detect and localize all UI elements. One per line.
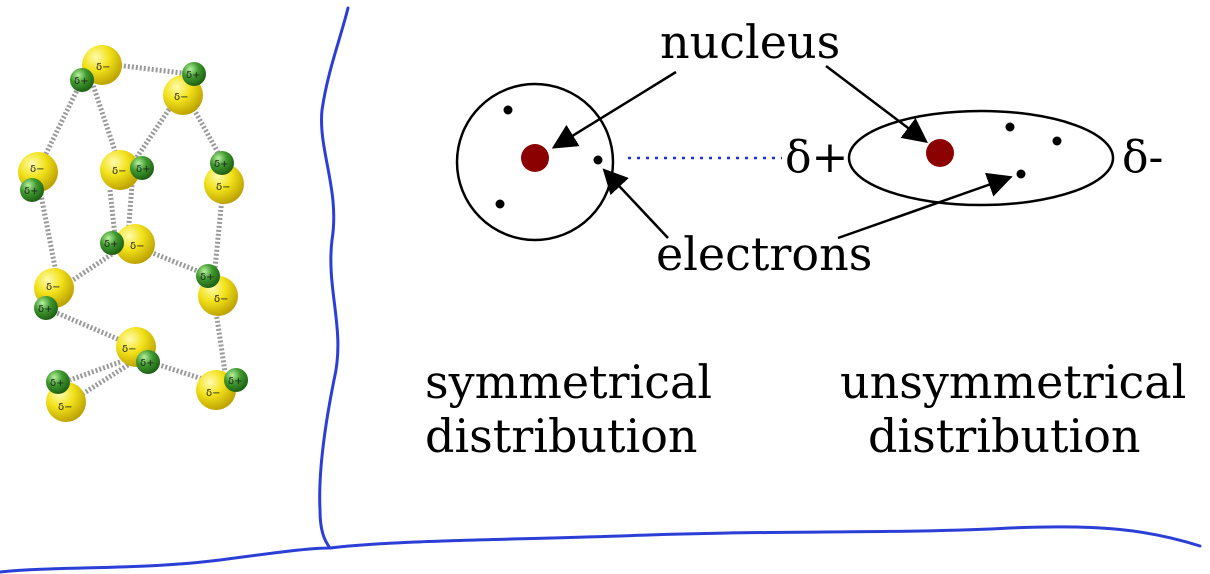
molecule-10: δ− δ+: [46, 370, 86, 422]
molecule-6: δ− δ+: [100, 224, 155, 264]
unsymmetrical-caption-line2: distribution: [868, 409, 1141, 463]
molecule-7: δ− δ+: [34, 268, 74, 320]
molecule-9: δ− δ+: [116, 327, 160, 374]
label-delta-plus: δ+: [228, 376, 243, 387]
label-delta-plus: δ+: [74, 76, 89, 87]
molecule-11: δ− δ+: [196, 368, 248, 410]
label-delta-minus: δ−: [206, 388, 221, 399]
water-network-illustration: δ− δ+ δ− δ+ δ− δ+ δ− δ+ δ− δ+: [18, 45, 248, 422]
symmetrical-electron-cloud: [455, 82, 615, 242]
symmetrical-nucleus: [521, 144, 549, 172]
label-delta-plus: δ+: [186, 70, 201, 81]
label-delta-minus: δ−: [112, 166, 127, 177]
unsymmetrical-nucleus: [926, 139, 954, 167]
unsymmetrical-caption-line1: unsymmetrical: [840, 355, 1186, 409]
symmetrical-caption-line1: symmetrical: [425, 355, 712, 409]
molecule-2: δ− δ+: [163, 62, 206, 115]
hand-drawn-border: [0, 6, 1202, 574]
arrow-nucleus-to-left-nucleus: [551, 70, 677, 149]
molecule-8: δ− δ+: [196, 264, 238, 316]
label-delta-plus: δ+: [24, 186, 39, 197]
horizontal-pen-line: [0, 525, 1202, 574]
electrons-label: electrons: [656, 227, 872, 281]
delta-plus-label: δ+: [785, 132, 848, 183]
molecule-1: δ− δ+: [70, 45, 122, 92]
electron-dot: [1052, 136, 1062, 146]
vertical-pen-line: [318, 6, 350, 550]
nucleus-label: nucleus: [660, 15, 840, 69]
symmetrical-caption-line2: distribution: [425, 409, 698, 463]
label-delta-plus: δ+: [104, 239, 119, 250]
label-delta-plus: δ+: [136, 164, 151, 175]
label-delta-minus: δ−: [96, 62, 111, 73]
unsymmetrical-electron-cloud: [847, 109, 1115, 207]
label-delta-minus: δ−: [58, 402, 73, 413]
electron-dot: [1005, 122, 1015, 132]
arrow-electrons-to-right-electron: [837, 172, 1013, 240]
label-delta-plus: δ+: [140, 358, 155, 369]
electron-dot: [593, 155, 603, 165]
molecule-5: δ− δ+: [204, 151, 244, 204]
label-delta-minus: δ−: [30, 164, 45, 175]
arrow-electrons-to-left-electron: [602, 168, 669, 239]
label-delta-minus: δ−: [122, 344, 137, 355]
label-delta-minus: δ−: [46, 282, 61, 293]
label-delta-plus: δ+: [214, 159, 229, 170]
pointer-arrows: [551, 65, 1013, 240]
electron-dot: [495, 199, 505, 209]
electron-dot: [503, 105, 513, 115]
unsymmetrical-atom: [847, 109, 1115, 207]
molecule-3: δ− δ+: [18, 152, 58, 202]
electron-dot: [1016, 169, 1026, 179]
label-delta-minus: δ−: [174, 92, 189, 103]
label-delta-plus: δ+: [200, 272, 215, 283]
label-delta-minus: δ−: [214, 294, 229, 305]
label-delta-plus: δ+: [50, 378, 65, 389]
arrow-nucleus-to-right-nucleus: [825, 65, 928, 144]
label-delta-plus: δ+: [38, 304, 53, 315]
delta-minus-label: δ-: [1122, 132, 1163, 183]
label-delta-minus: δ−: [130, 241, 145, 252]
label-delta-minus: δ−: [216, 182, 231, 193]
molecule-4: δ− δ+: [100, 150, 154, 190]
symmetrical-atom: [455, 82, 615, 242]
